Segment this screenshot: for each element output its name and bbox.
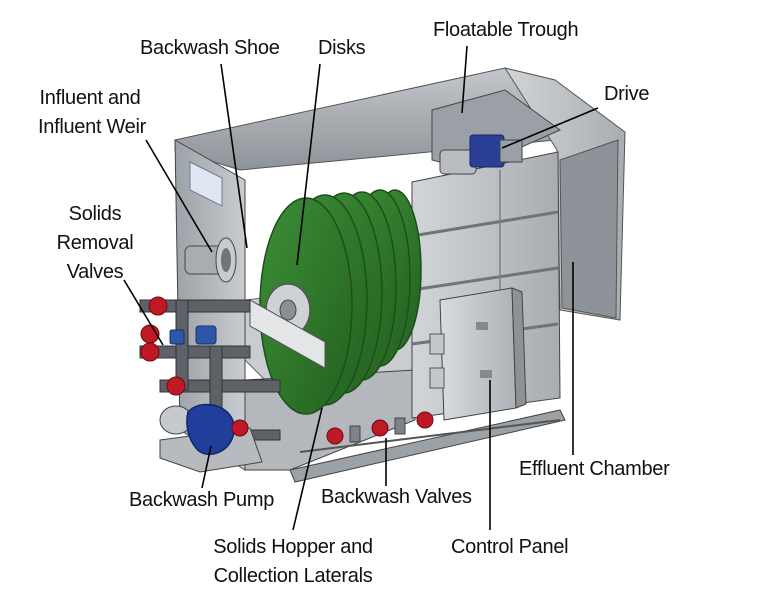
- solids-removal-valve: [166, 376, 186, 396]
- leader-floatable-trough: [461, 45, 468, 114]
- leader-backwash-shoe: [220, 63, 248, 249]
- control-panel-handle: [480, 370, 492, 378]
- solids-removal-valve: [140, 342, 160, 362]
- backwash-valve: [416, 411, 434, 429]
- drive-coupling: [499, 139, 523, 163]
- label-influent: Influent and Influent Weir: [38, 84, 147, 142]
- backwash-pump: [159, 403, 263, 473]
- label-solids-hopper: Solids Hopper and Collection Laterals: [212, 533, 374, 591]
- leader-lines: [123, 45, 599, 531]
- actuator: [195, 325, 217, 345]
- label-solids-removal-line-2: Removal: [56, 232, 134, 254]
- label-solids-hopper-line-1: Solids Hopper and: [213, 536, 373, 558]
- control-panel-side: [511, 287, 527, 409]
- leader-influent: [145, 139, 213, 253]
- label-backwash-shoe: Backwash Shoe: [140, 37, 280, 59]
- control-panel-box: [439, 287, 517, 421]
- backwash-shoe: [249, 299, 326, 369]
- label-solids-removal-line-1: Solids: [68, 203, 122, 225]
- effluent-chamber-inner: [559, 139, 619, 319]
- leader-solids-removal: [123, 279, 164, 346]
- leader-backwash-pump: [201, 445, 212, 489]
- label-disks: Disks: [318, 37, 366, 59]
- label-solids-removal-line-3: Valves: [66, 261, 124, 283]
- leader-disks: [296, 63, 321, 266]
- label-solids-removal-valves: Solids Removal Valves: [52, 200, 138, 287]
- label-backwash-pump: Backwash Pump: [129, 489, 275, 511]
- backwash-valve: [326, 427, 344, 445]
- label-backwash-valves: Backwash Valves: [321, 486, 472, 508]
- drive-gearbox: [469, 134, 505, 168]
- pipe: [175, 299, 189, 391]
- label-solids-hopper-line-2: Collection Laterals: [213, 565, 373, 587]
- solids-removal-valve: [148, 296, 168, 316]
- backwash-valve: [371, 419, 389, 437]
- pump-volute: [186, 403, 235, 456]
- label-control-panel: Control Panel: [451, 536, 569, 558]
- actuator: [169, 329, 185, 345]
- collection-lateral: [299, 419, 561, 453]
- label-drive: Drive: [604, 83, 650, 105]
- leader-drive: [501, 107, 599, 149]
- valve-body: [394, 417, 406, 435]
- pump-valve: [231, 419, 249, 437]
- label-effluent-chamber: Effluent Chamber: [519, 458, 670, 480]
- label-influent-line-1: Influent and: [39, 87, 141, 109]
- label-floatable-trough: Floatable Trough: [433, 19, 579, 41]
- label-influent-line-2: Influent Weir: [38, 116, 147, 138]
- control-panel-bracket: [429, 367, 445, 389]
- influent-opening: [221, 248, 231, 272]
- nameplate: [189, 161, 223, 207]
- backwash-valves: [326, 411, 434, 445]
- wall-rib: [411, 210, 559, 238]
- valve-body: [349, 425, 361, 443]
- influent-pipe: [184, 237, 237, 283]
- disk-shaft: [279, 299, 297, 321]
- drive-assembly: [439, 134, 523, 175]
- control-panel: [429, 287, 527, 421]
- control-panel-bracket: [429, 333, 445, 355]
- control-panel-handle: [476, 322, 488, 330]
- wall-rib: [411, 266, 559, 292]
- leader-solids-hopper: [292, 407, 323, 531]
